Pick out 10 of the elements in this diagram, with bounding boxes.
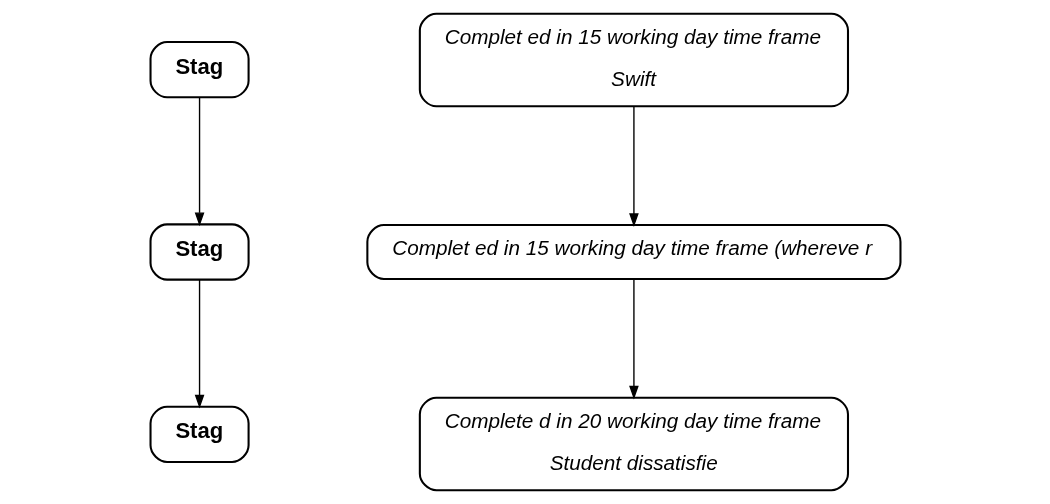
node-box: Complet ed in 15 working day time frame Swift (418, 12, 849, 108)
node-box: Stag (149, 405, 250, 463)
node-box: Complet ed in 15 working day time frame (whereve r (365, 224, 901, 280)
arrow (628, 278, 639, 400)
arrow (194, 279, 204, 409)
arrow (194, 96, 204, 227)
node-box: Stag (149, 223, 250, 281)
node-box: Stag (149, 41, 250, 99)
arrow (628, 105, 639, 228)
node-box: Complete d in 20 working day time frame Student dissatisfie (418, 396, 849, 492)
